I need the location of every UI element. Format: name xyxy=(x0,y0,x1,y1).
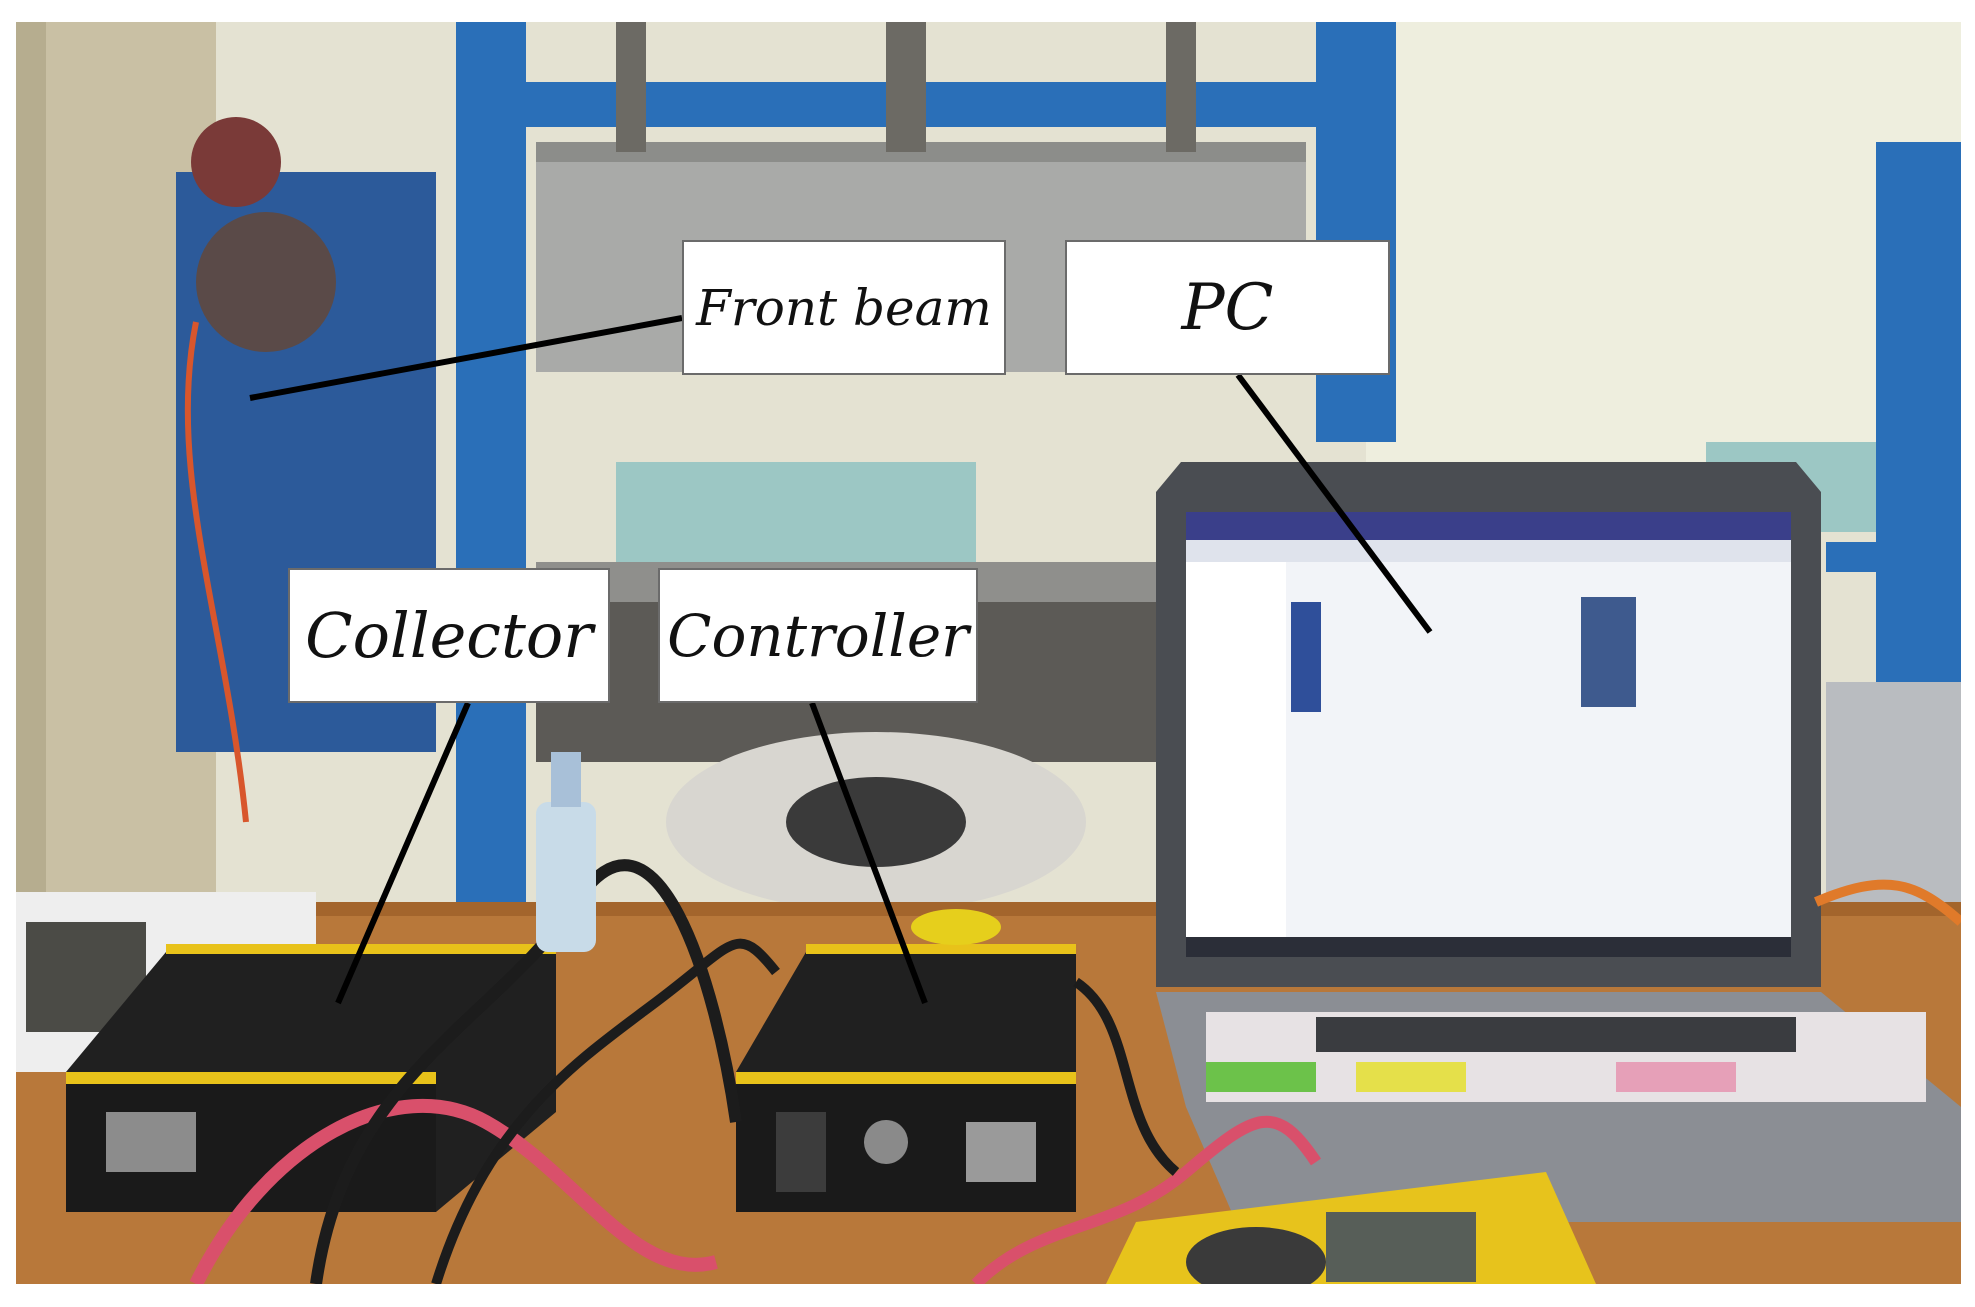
right-machine xyxy=(1876,142,1961,702)
collector-label: Collector xyxy=(288,568,610,703)
frame-column-left xyxy=(456,22,526,1022)
cable-black-2 xyxy=(431,938,780,1284)
radiator xyxy=(616,462,976,572)
controller-label: Controller xyxy=(658,568,978,703)
test-bench-scene xyxy=(16,22,1961,1284)
controller-label-text: Controller xyxy=(667,601,969,670)
tape-roll xyxy=(911,909,1001,945)
pc-label-text: PC xyxy=(1181,270,1274,345)
front-beam-label-text: Front beam xyxy=(696,278,992,337)
cable-orange xyxy=(1814,879,1961,926)
right-wall-panel xyxy=(1366,22,1961,462)
front-beam-label: Front beam xyxy=(682,240,1006,375)
collector-label-text: Collector xyxy=(305,599,593,672)
lab-test-photo xyxy=(16,22,1961,1284)
cable-pink-1 xyxy=(189,1099,718,1284)
pc-label: PC xyxy=(1065,240,1390,375)
cable-pink-2 xyxy=(971,1115,1321,1284)
sanitizer-bottle xyxy=(536,802,596,952)
